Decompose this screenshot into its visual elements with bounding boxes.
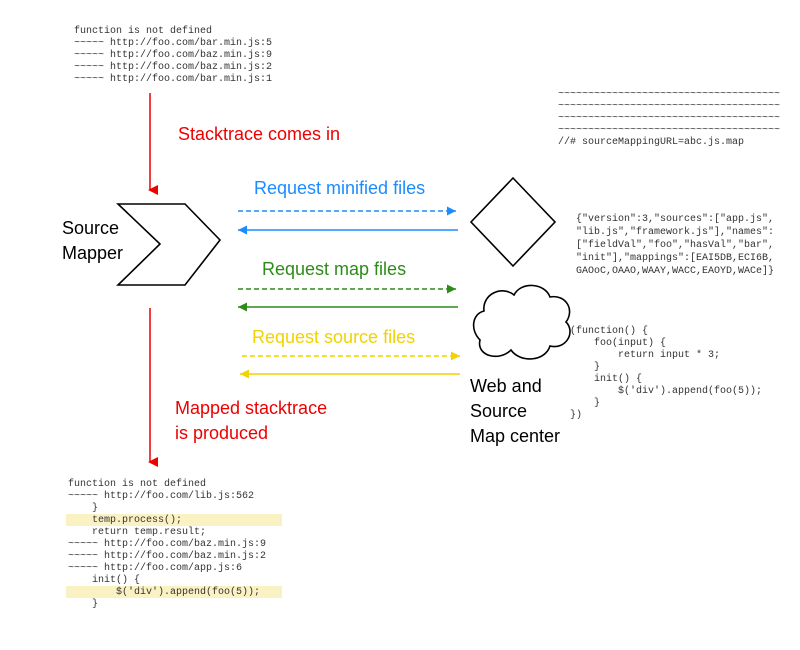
code-line: ~~~~~ http://foo.com/lib.js:562 [68,490,254,502]
source-mapper-label-line-1: Source [62,218,119,238]
code-line: foo(input) { [570,337,666,349]
code-line: } [68,598,98,610]
code-line: return temp.result; [68,526,206,538]
mapped-stacktrace-label-line-1: Mapped stacktrace [175,398,327,418]
input-stacktrace: function is not defined ~~~~~ http://foo… [74,25,272,85]
code-line: ~~~~~~~~~~~~~~~~~~~~~~~~~~~~~~~~~~~~~ [558,101,780,112]
minified-files-diamond [469,176,557,268]
code-line: ~~~~~ http://foo.com/app.js:6 [68,562,242,574]
map-file-content: {"version":3,"sources":["app.js", "lib.j… [576,213,774,277]
code-line: }) [570,409,582,421]
code-line: ~~~~~~~~~~~~~~~~~~~~~~~~~~~~~~~~~~~~~ [558,89,780,100]
source-file-content: (function() { foo(input) { return input … [570,325,762,421]
web-center-label-line-2: Source [470,401,527,421]
code-line: ~~~~~ http://foo.com/baz.min.js:9 [68,538,266,550]
server-cloud [472,284,571,360]
code-line: (function() { [570,325,648,337]
code-line: "lib.js","framework.js"],"names": [576,226,774,238]
code-line: $('div').append(foo(5)); [68,586,260,598]
request-minified-label: Request minified files [254,178,425,198]
code-line: ~~~~~ http://foo.com/baz.min.js:2 [74,61,272,73]
code-line: temp.process(); [68,514,182,526]
source-mapper-chevron [116,203,222,286]
highlight-append-call [66,586,282,598]
code-line: return input * 3; [570,349,720,361]
code-line: init() { [570,373,642,385]
code-line: function is not defined [68,478,206,490]
web-center-label-line-1: Web and [470,376,542,396]
mapped-stacktrace-label-line-2: is produced [175,423,268,443]
code-line: init() { [68,574,140,586]
code-line: ~~~~~~~~~~~~~~~~~~~~~~~~~~~~~~~~~~~~~ [558,125,780,136]
code-line: //# sourceMappingURL=abc.js.map [558,136,744,148]
source-mapper-label-line-2: Mapper [62,243,123,263]
request-map-label: Request map files [262,259,406,279]
code-line: ~~~~~ http://foo.com/bar.min.js:5 [74,37,272,49]
web-center-label-line-3: Map center [470,426,560,446]
code-line: ["fieldVal","foo","hasVal","bar", [576,239,774,251]
stacktrace-in-label: Stacktrace comes in [178,124,340,144]
code-line: "init"],"mappings":[EAI5DB,ECI6B, [576,252,774,264]
code-line: ~~~~~ http://foo.com/bar.min.js:1 [74,73,272,85]
code-line: GAOoC,OAAO,WAAY,WACC,EAOYD,WACe]} [576,265,774,277]
code-line: ~~~~~~~~~~~~~~~~~~~~~~~~~~~~~~~~~~~~~ [558,113,780,124]
code-line: } [570,361,600,373]
code-line: ~~~~~ http://foo.com/baz.min.js:9 [74,49,272,61]
highlight-temp-process [66,514,282,526]
code-line: {"version":3,"sources":["app.js", [576,213,774,225]
minified-file-content: ~~~~~~~~~~~~~~~~~~~~~~~~~~~~~~~~~~~~~ ~~… [558,89,780,148]
code-line: ~~~~~ http://foo.com/baz.min.js:2 [68,550,266,562]
code-line: $('div').append(foo(5)); [570,385,762,397]
code-line: } [570,397,600,409]
code-line: } [68,502,98,514]
request-source-label: Request source files [252,327,415,347]
code-line: function is not defined [74,25,212,37]
output-stacktrace: function is not defined ~~~~~ http://foo… [68,478,266,610]
